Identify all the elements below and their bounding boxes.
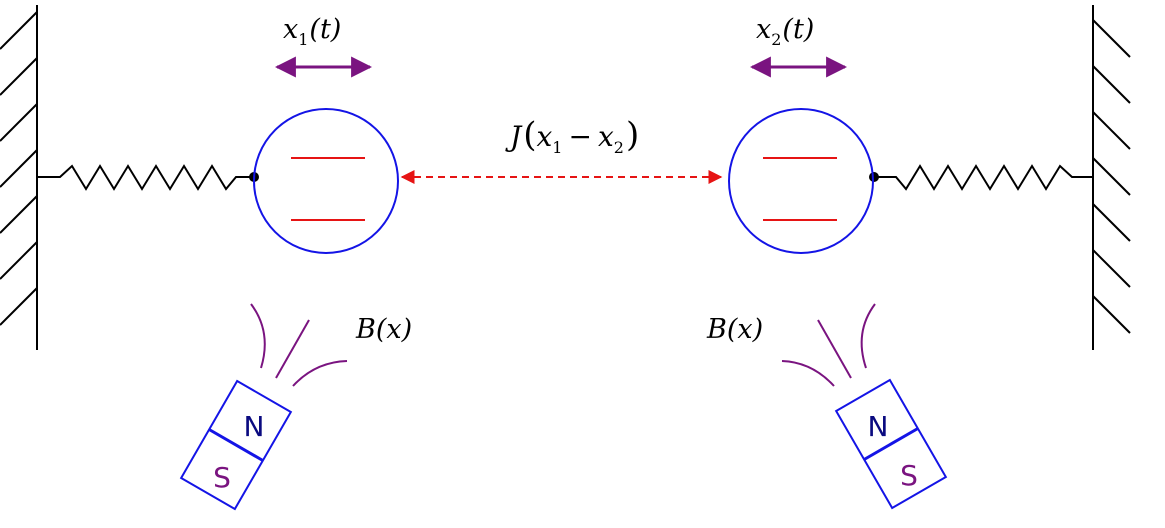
x2-arg: (t) [782,14,814,45]
left-field-lines [250,303,348,387]
right-ion [728,108,874,254]
hatched-wall-icon [0,11,38,326]
bar-magnet-icon [179,379,293,511]
left-ion [253,108,399,254]
left-spring [37,164,254,191]
coupling-x-b: x [598,120,614,153]
left-field-b: B [355,314,376,345]
hatched-wall-icon [1092,19,1131,334]
x1-label: x1(t) [283,14,341,49]
right-magnet [834,378,948,510]
x2-label: x2(t) [756,14,814,49]
right-spring-anchor [869,172,879,182]
coupling-open-paren: ( [523,115,536,155]
coupling-sub-a: 1 [552,138,562,157]
left-field-label: B(x) [355,314,412,345]
x1-arg: (t) [309,14,341,45]
left-magnet [179,379,293,511]
left-field-arg: (x) [376,314,412,345]
right-field-label: B(x) [706,314,763,345]
x2-var: x [756,14,771,45]
x1-var: x [283,14,298,45]
coupling-close-paren: ) [626,115,639,155]
right-wall [1092,5,1131,350]
left-magnet-north: N [244,410,265,443]
right-magnet-south: S [900,459,918,492]
left-magnet-south: S [213,461,231,494]
right-field-b: B [706,314,727,345]
right-field-lines [781,303,876,387]
bar-magnet-icon [834,378,948,510]
right-field-arg: (x) [727,314,763,345]
coupling-minus: − [568,120,591,153]
coupling-sub-b: 2 [614,138,624,157]
right-magnet-north: N [868,410,889,443]
right-spring [874,164,1093,191]
x1-sub: 1 [298,30,308,49]
x2-sub: 2 [771,30,781,49]
left-wall [0,5,38,350]
coupling-label: J(x1−x2) [505,115,639,157]
coupling-j: J [505,120,523,153]
coupling-x-a: x [537,120,553,153]
